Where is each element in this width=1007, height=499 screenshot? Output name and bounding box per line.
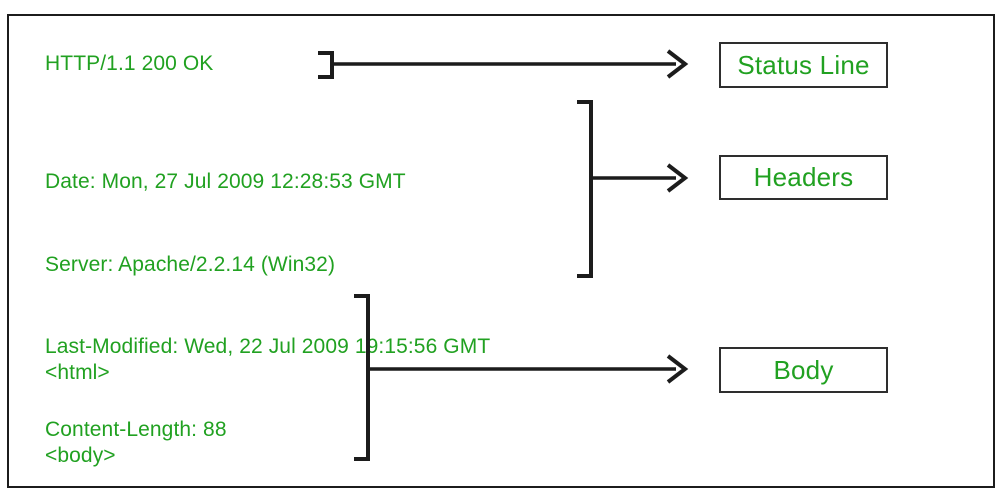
body-label-box: Body: [719, 347, 888, 393]
header-line: Content-Length: 88: [45, 417, 227, 441]
body-line: <html>: [45, 361, 110, 384]
diagram-frame: [7, 14, 995, 488]
header-line: Date: Mon, 27 Jul 2009 12:28:53 GMT: [45, 170, 406, 193]
body-line: <body>: [45, 443, 116, 467]
headers-text-block: Date: Mon, 27 Jul 2009 12:28:53 GMT Serv…: [45, 113, 490, 499]
status-line-text: HTTP/1.1 200 OK: [45, 52, 214, 75]
headers-label-box: Headers: [719, 155, 888, 200]
header-line: Last-Modified: Wed, 22 Jul 2009 19:15:56…: [45, 335, 491, 358]
body-text-block: <html> <body> <h1>Hello, World!</h1> </b…: [45, 304, 269, 499]
header-line: Server: Apache/2.2.14 (Win32): [45, 252, 336, 276]
status-line-label-box: Status Line: [719, 42, 888, 88]
